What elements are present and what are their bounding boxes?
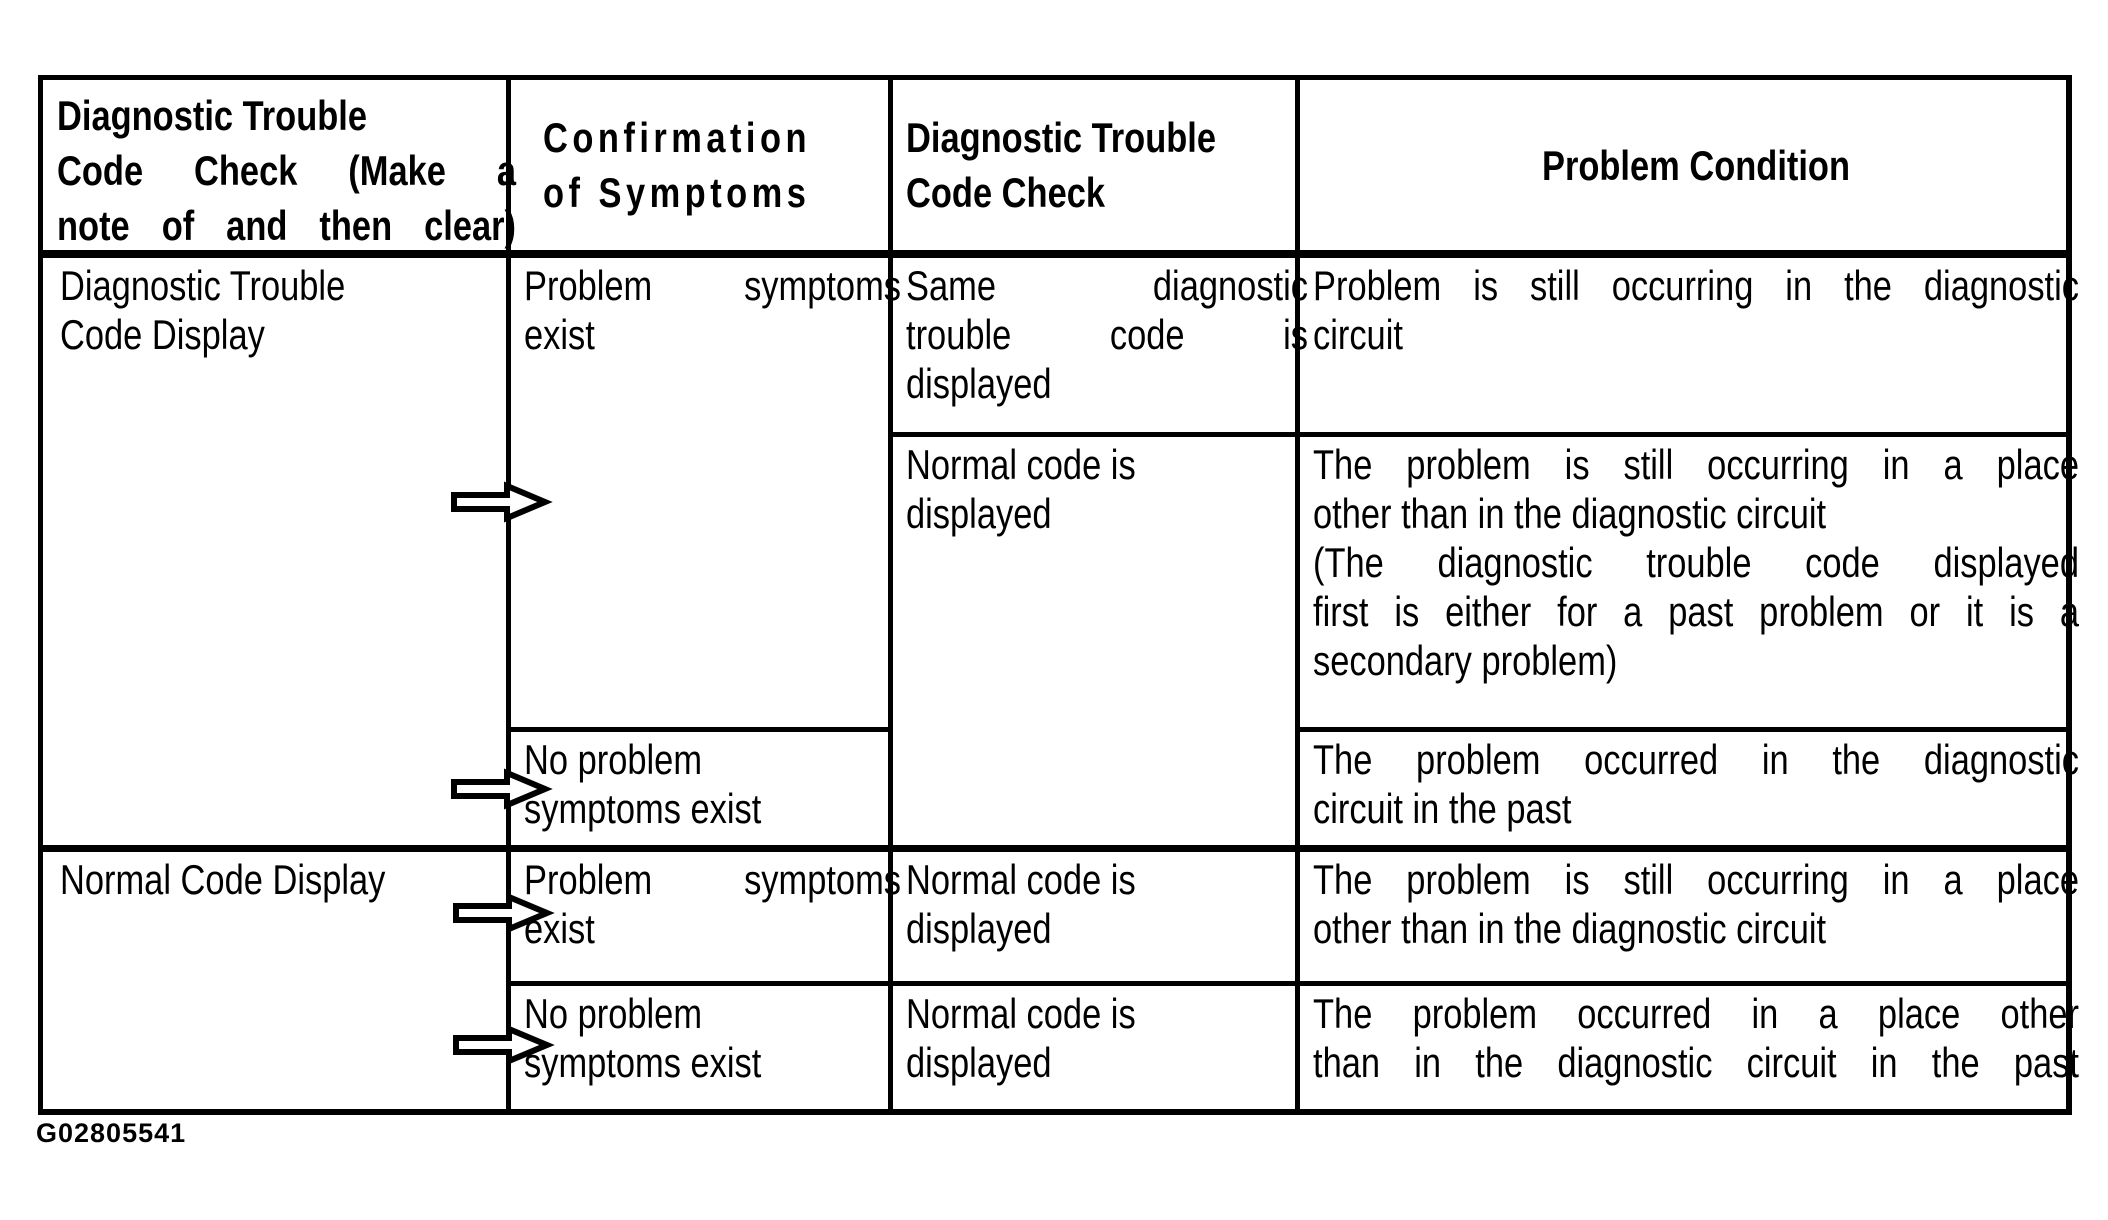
cell-condition-still-other-place: The problem is still occurring in a plac… (1300, 852, 2092, 984)
cell-line: other than in the diagnostic circuit (1313, 905, 1827, 952)
cell-line: Normal code is (906, 990, 1136, 1037)
cell-line: displayed (906, 360, 1052, 407)
cell-line: first is either for a past problem or it… (1313, 588, 2079, 635)
cell-line: circuit (1313, 311, 1403, 358)
cell-line: secondary problem) (1313, 637, 1618, 684)
arrow-right-icon (450, 481, 553, 523)
grid-line-row2-col4 (1300, 727, 2072, 732)
cell-line: Normal code is (906, 856, 1136, 903)
grid-line-col2 (888, 75, 893, 1115)
cell-normal-code-displayed-r4: Normal code is displayed (893, 852, 1321, 984)
cell-line: trouble code is (906, 311, 1308, 358)
cell-line: Problem symptoms (524, 262, 901, 309)
cell-line: Problem symptoms (524, 856, 901, 903)
cell-line: Code Display (60, 311, 265, 358)
cell-problem-symptoms-exist-1: Problem symptoms exist (511, 258, 914, 730)
cell-no-problem-symptoms-2: No problem symptoms exist (511, 986, 914, 1112)
cell-condition-other-place: The problem is still occurring in a plac… (1300, 437, 2092, 730)
header-cell-confirmation-of-symptoms: Confirmation of Symptoms (511, 80, 933, 250)
cell-line: symptoms exist (524, 785, 762, 832)
cell-line: displayed (906, 905, 1052, 952)
header-line: Code Check (906, 169, 1106, 216)
header-line: Confirmation (543, 114, 812, 161)
grid-line-col3 (1295, 75, 1300, 1115)
cell-same-code-displayed: Same diagnostic trouble code is displaye… (893, 258, 1321, 435)
cell-dtc-display: Diagnostic Trouble Code Display (47, 258, 532, 848)
cell-line: No problem (524, 736, 703, 783)
cell-line: The problem occurred in the diagnostic (1313, 736, 2079, 783)
grid-line-bottom (38, 1109, 2072, 1115)
cell-line: displayed (906, 1039, 1052, 1086)
cell-normal-code-display: Normal Code Display (47, 852, 532, 1112)
cell-line: circuit in the past (1313, 785, 1572, 832)
header-line: Diagnostic Trouble (57, 92, 367, 139)
cell-line: Same diagnostic (906, 262, 1308, 309)
cell-condition-occurred-other-past: The problem occurred in a place other th… (1300, 986, 2092, 1112)
cell-line: The problem is still occurring in a plac… (1313, 441, 2079, 488)
cell-line: The problem is still occurring in a plac… (1313, 856, 2079, 903)
grid-line-row1 (893, 432, 2072, 437)
grid-line-row2-col2 (511, 727, 893, 732)
header-cell-problem-condition: Problem Condition (1300, 80, 2092, 250)
grid-line-header-bottom (38, 250, 2072, 258)
grid-line-col1 (506, 75, 511, 1115)
grid-line-top (38, 75, 2072, 80)
cell-problem-symptoms-exist-2: Problem symptoms exist (511, 852, 914, 984)
cell-condition-still-occurring: Problem is still occurring in the diagno… (1300, 258, 2092, 435)
grid-line-left (38, 75, 43, 1115)
cell-line: displayed (906, 490, 1052, 537)
cell-line: Normal code is (906, 441, 1136, 488)
grid-line-right (2066, 75, 2072, 1115)
cell-line: Diagnostic Trouble (60, 262, 346, 309)
cell-condition-occurred-past: The problem occurred in the diagnostic c… (1300, 732, 2092, 848)
cell-line: Normal Code Display (60, 856, 386, 903)
cell-line: (The diagnostic trouble code displayed (1313, 539, 2079, 586)
header-line: of Symptoms (543, 169, 811, 216)
header-cell-dtc-check: Diagnostic Trouble Code Check (893, 80, 1321, 250)
cell-normal-code-displayed-r5: Normal code is displayed (893, 986, 1321, 1112)
cell-line: exist (524, 905, 595, 952)
cell-line: exist (524, 311, 595, 358)
cell-line: symptoms exist (524, 1039, 762, 1086)
header-line: note of and then clear) (57, 202, 516, 249)
arrow-right-icon (452, 892, 555, 934)
header-line: Code Check (Make a (57, 147, 516, 194)
arrow-right-icon (452, 1024, 555, 1066)
grid-line-row4 (506, 981, 2072, 986)
grid-line-group (38, 845, 2072, 852)
cell-line: No problem (524, 990, 703, 1037)
arrow-right-icon (450, 768, 553, 810)
figure-id-label: G02805541 (36, 1118, 187, 1148)
cell-line: than in the diagnostic circuit in the pa… (1313, 1039, 2079, 1086)
header-cell-dtc-check-note: Diagnostic Trouble Code Check (Make a no… (47, 80, 526, 258)
cell-no-problem-symptoms-1: No problem symptoms exist (511, 732, 914, 848)
header-line: Diagnostic Trouble (906, 114, 1216, 161)
cell-line: The problem occurred in a place other (1313, 990, 2079, 1037)
cell-normal-code-displayed-span: Normal code is displayed (893, 437, 1321, 848)
header-line: Problem Condition (1541, 141, 1851, 189)
cell-line: other than in the diagnostic circuit (1313, 490, 1827, 537)
cell-line: Problem is still occurring in the diagno… (1313, 262, 2079, 309)
